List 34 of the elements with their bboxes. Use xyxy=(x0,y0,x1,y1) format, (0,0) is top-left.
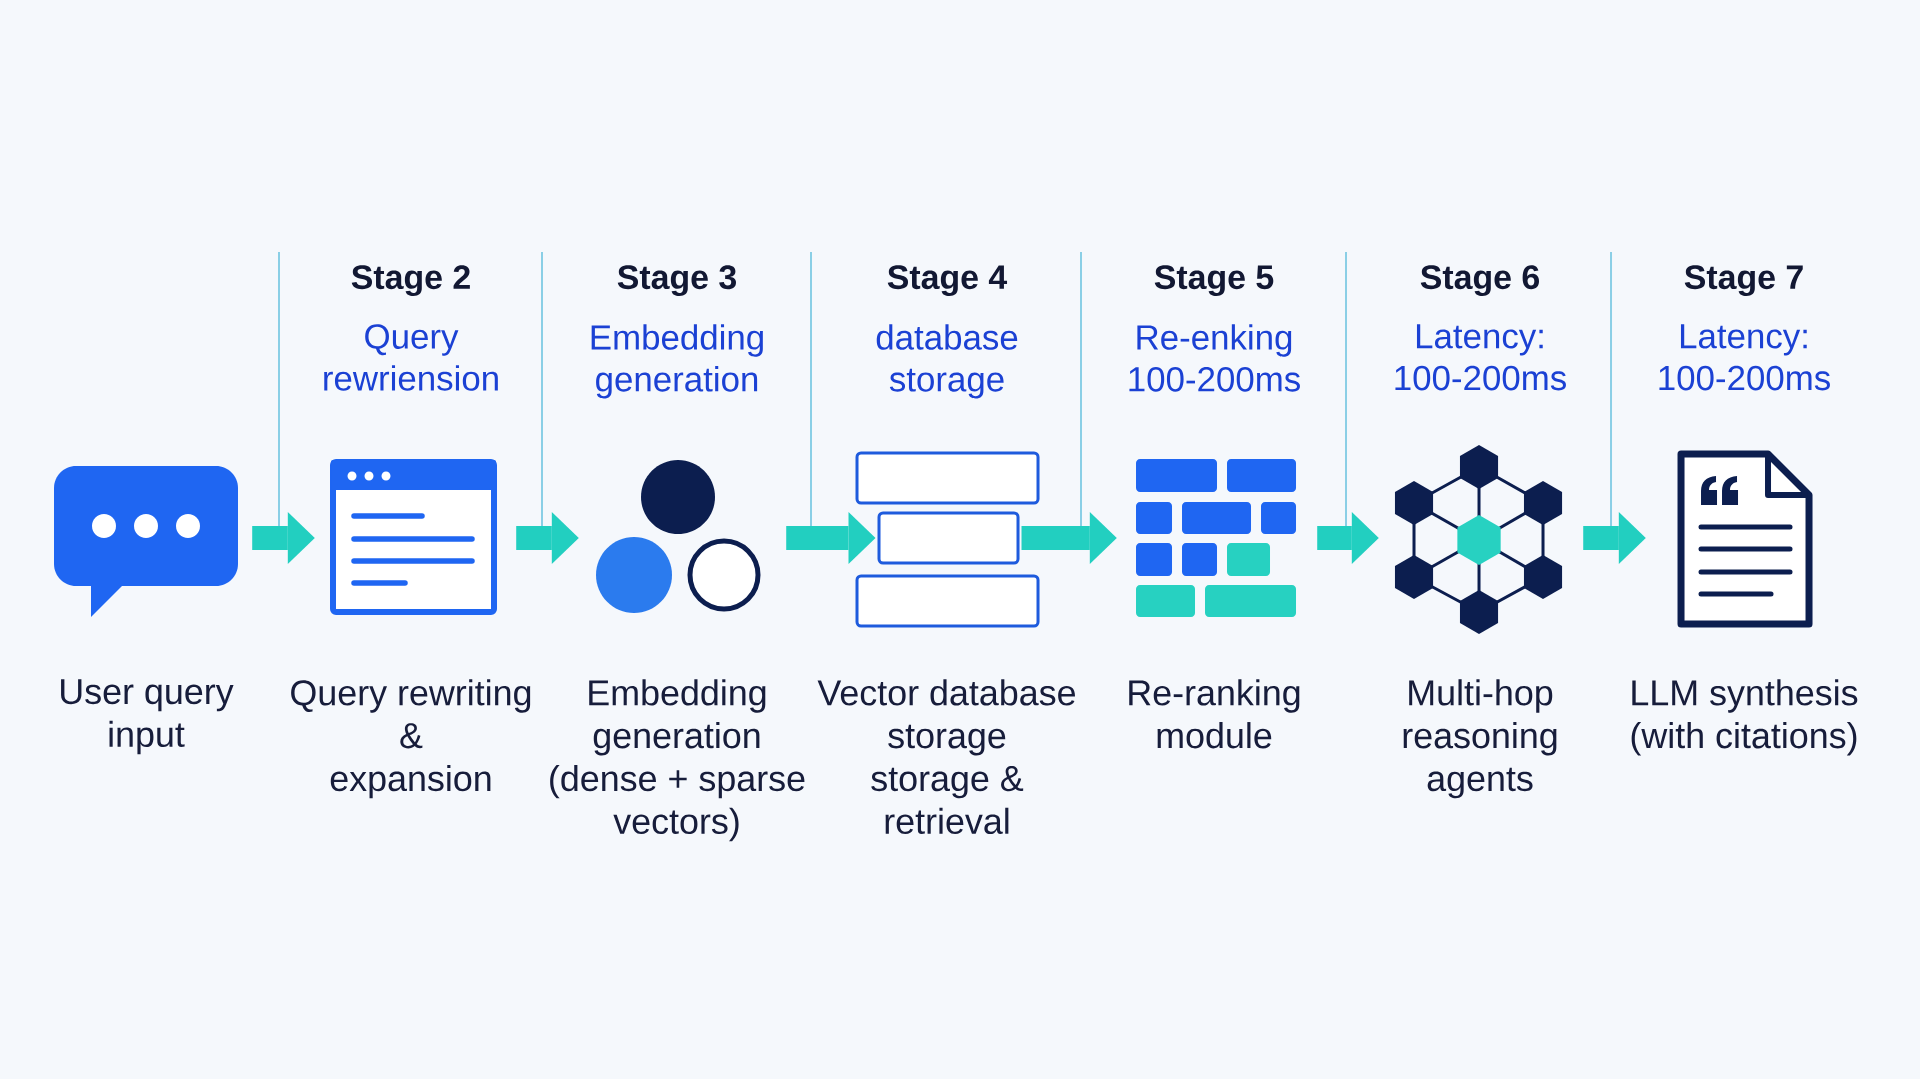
stage-subtitle: Latency: 100-200ms xyxy=(1659,324,1830,391)
chat-bubble-icon xyxy=(54,466,238,617)
browser-window-icon xyxy=(330,459,497,615)
stage-subtitle: database storage xyxy=(876,324,1018,399)
step-caption: Multi-hop reasoning agents xyxy=(1403,679,1557,799)
outlined-box xyxy=(877,511,1020,565)
arrow xyxy=(252,512,315,564)
stage-subtitle: Query rewriension xyxy=(324,324,498,391)
step-caption: User query input xyxy=(61,679,234,755)
step-caption: Embedding generation (dense + sparse vectors) xyxy=(550,679,805,842)
arrow xyxy=(1021,512,1117,564)
step-caption: Vector database storage storage & retrieval xyxy=(817,679,1075,835)
stage-subtitle: Re-enking 100-200ms xyxy=(1129,324,1300,392)
step-caption: Query rewriting & expansion xyxy=(291,679,531,799)
circles-icon xyxy=(596,460,761,613)
stage-heading: Stage 7 xyxy=(1684,265,1803,297)
block-grid-icon xyxy=(1136,459,1296,617)
outlined-box xyxy=(855,574,1040,628)
stage-heading: Stage 4 xyxy=(887,265,1008,297)
outlined-box xyxy=(855,451,1040,505)
stage-subtitle: Embedding generation xyxy=(591,324,763,399)
stage-heading: Stage 5 xyxy=(1154,265,1274,297)
stage-heading: Stage 6 xyxy=(1420,265,1539,297)
document-icon xyxy=(1677,450,1813,628)
arrow xyxy=(1317,512,1379,564)
step-caption: LLM synthesis (with citations) xyxy=(1631,679,1858,756)
stage-heading: Stage 3 xyxy=(617,265,736,297)
stage-subtitle: Latency: 100-200ms xyxy=(1395,324,1566,391)
arrow xyxy=(1583,512,1646,564)
arrow xyxy=(786,512,876,564)
stage-heading: Stage 2 xyxy=(351,265,470,297)
step-caption: Re-ranking module xyxy=(1129,679,1300,749)
arrow xyxy=(516,512,579,564)
hexagon-network-icon xyxy=(1394,445,1563,634)
